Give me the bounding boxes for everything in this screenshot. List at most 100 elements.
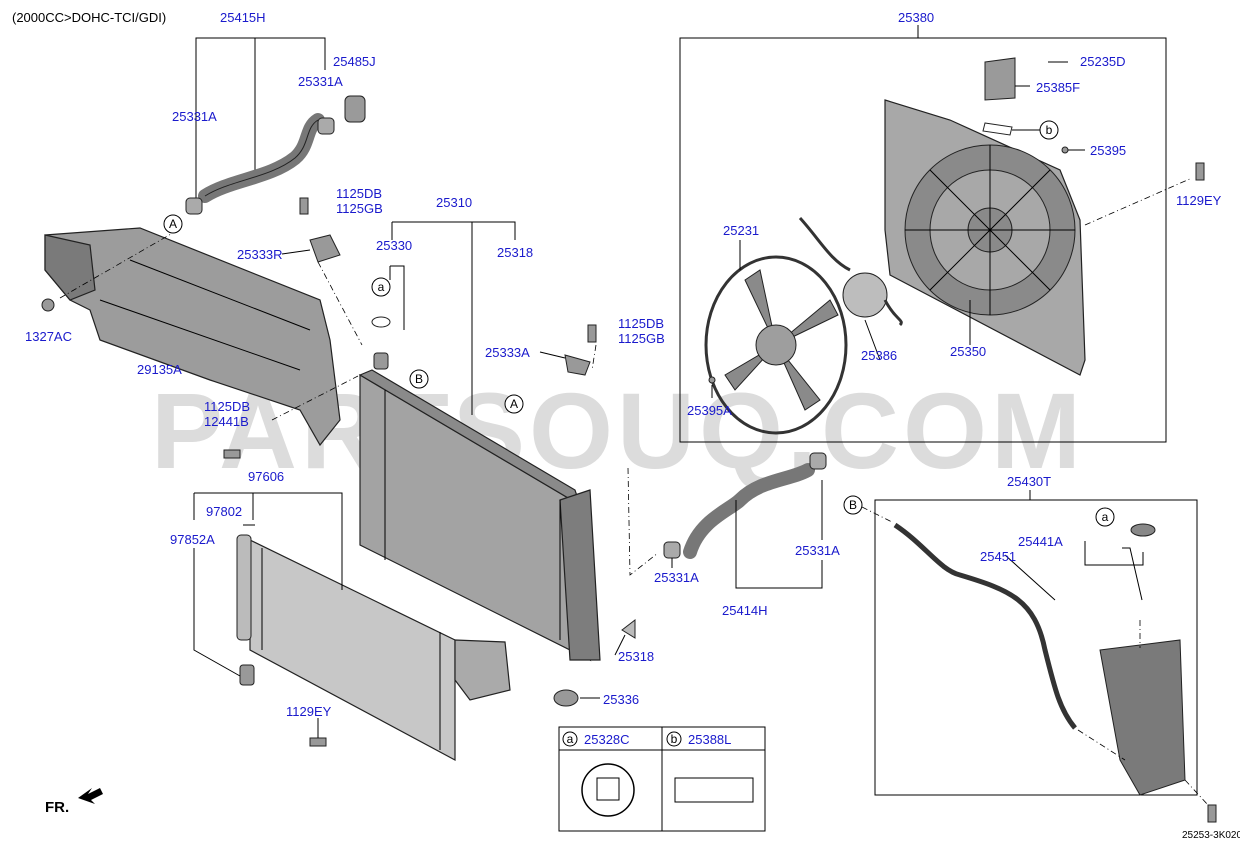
callout-25485J[interactable]: 25485J	[333, 54, 376, 69]
radiator-cap[interactable]	[373, 352, 389, 370]
hose-clamp[interactable]	[663, 541, 681, 559]
callout-25333R[interactable]: 25333R	[237, 247, 283, 262]
callout-25231[interactable]: 25231	[723, 223, 759, 238]
marker-a: a	[378, 280, 385, 294]
callout-1129EY[interactable]: 1129EY	[286, 704, 332, 719]
marker-B-circle	[409, 369, 429, 389]
legend-a-part[interactable]: 25328C	[584, 732, 630, 747]
callout-97802[interactable]: 97802	[206, 504, 242, 519]
upper-radiator-hose[interactable]	[198, 113, 325, 203]
o-ring-icon	[371, 316, 391, 328]
marker-a-circle	[562, 731, 578, 747]
marker-a-circle	[1095, 507, 1115, 527]
marker-A: A	[510, 397, 518, 411]
marker-b-circle	[1039, 120, 1059, 140]
callout-25441A[interactable]: 25441A	[1018, 534, 1063, 549]
callout-12441B[interactable]: 12441B	[204, 414, 249, 429]
mounting-bracket[interactable]	[564, 354, 591, 376]
callout-25318[interactable]: 25318	[497, 245, 533, 260]
engine-spec: (2000CC>DOHC-TCI/GDI)	[12, 10, 166, 25]
callout-25331A[interactable]: 25331A	[654, 570, 699, 585]
marker-a-circle	[371, 277, 391, 297]
bolt-icon[interactable]	[223, 449, 241, 459]
callout-97606[interactable]: 97606	[248, 469, 284, 484]
nut-icon[interactable]	[41, 298, 55, 312]
callout-1125DB[interactable]: 1125DB	[336, 186, 382, 201]
hose-clamp[interactable]	[809, 452, 827, 470]
label-icon	[982, 122, 1013, 136]
front-label: FR.	[45, 799, 69, 816]
mounting-bracket[interactable]	[309, 234, 341, 263]
legend-table	[558, 726, 766, 832]
radiator[interactable]	[358, 369, 601, 662]
drier-plug[interactable]	[239, 664, 255, 686]
marker-A: A	[169, 217, 177, 231]
callout-25380[interactable]: 25380	[898, 10, 934, 25]
callout-29135A[interactable]: 29135A	[137, 362, 182, 377]
marker-A-circle	[504, 394, 524, 414]
callout-25331A[interactable]: 25331A	[795, 543, 840, 558]
bolt-icon[interactable]	[1207, 804, 1217, 823]
callout-1125DB[interactable]: 1125DB	[204, 399, 250, 414]
legend-b-part[interactable]: 25388L	[688, 732, 731, 747]
callout-25415H[interactable]: 25415H	[220, 10, 266, 25]
callout-25331A[interactable]: 25331A	[172, 109, 217, 124]
fan-assembly-frame	[679, 37, 1167, 443]
hose-clamp[interactable]	[185, 197, 203, 215]
marker-B: B	[849, 498, 857, 512]
callout-25318[interactable]: 25318	[618, 649, 654, 664]
hose-clamp[interactable]	[317, 117, 335, 135]
callout-25331A[interactable]: 25331A	[298, 74, 343, 89]
upper-hose-group	[185, 37, 366, 215]
callout-25451[interactable]: 25451	[980, 549, 1016, 564]
callout-1125GB[interactable]: 1125GB	[618, 331, 665, 346]
reservoir-frame	[874, 499, 1198, 796]
lower-radiator-hose[interactable]	[683, 463, 815, 559]
marker-b: b	[1046, 123, 1053, 137]
cooling-fan[interactable]	[704, 255, 848, 435]
callout-1125DB[interactable]: 1125DB	[618, 316, 664, 331]
bolt-icon[interactable]	[587, 324, 597, 343]
callout-25386[interactable]: 25386	[861, 348, 897, 363]
drawing-code: 25253-3K020	[1182, 830, 1240, 841]
callout-25330[interactable]: 25330	[376, 238, 412, 253]
callout-25430T[interactable]: 25430T	[1007, 474, 1051, 489]
fan-resistor[interactable]	[984, 57, 1016, 101]
callout-25235D[interactable]: 25235D	[1080, 54, 1126, 69]
callout-97852A[interactable]: 97852A	[170, 532, 215, 547]
bolt-icon[interactable]	[309, 737, 327, 747]
marker-a: a	[1102, 510, 1109, 524]
air-guard[interactable]	[44, 227, 341, 447]
bolt-icon[interactable]	[1195, 162, 1205, 181]
marker-B: B	[415, 372, 423, 386]
reservoir-tank[interactable]	[1099, 639, 1186, 796]
legend-b-marker: b	[671, 732, 678, 746]
rubber-insulator[interactable]	[553, 689, 579, 707]
legend-a-marker: a	[567, 732, 574, 746]
callout-25414H[interactable]: 25414H	[722, 603, 768, 618]
marker-b-circle	[666, 731, 682, 747]
callout-25310[interactable]: 25310	[436, 195, 472, 210]
marker-A-circle	[163, 214, 183, 234]
fan-motor[interactable]	[842, 272, 888, 318]
callout-25333A[interactable]: 25333A	[485, 345, 530, 360]
callout-25395A[interactable]: 25395A	[687, 403, 732, 418]
air-guard-seal[interactable]	[621, 618, 636, 639]
warning-label-icon	[674, 777, 754, 803]
reservoir-hose[interactable]	[893, 522, 1077, 730]
fan-shroud[interactable]	[884, 99, 1086, 376]
callout-25336[interactable]: 25336	[603, 692, 639, 707]
marker-B-circle	[843, 495, 863, 515]
front-arrow-icon	[78, 788, 103, 804]
callout-1125GB[interactable]: 1125GB	[336, 201, 383, 216]
callout-1327AC[interactable]: 1327AC	[25, 329, 72, 344]
callout-1129EY[interactable]: 1129EY	[1176, 193, 1222, 208]
callout-25350[interactable]: 25350	[950, 344, 986, 359]
receiver-drier[interactable]	[236, 534, 252, 641]
callout-25395[interactable]: 25395	[1090, 143, 1126, 158]
callout-25385F[interactable]: 25385F	[1036, 80, 1080, 95]
bolt-icon[interactable]	[299, 197, 309, 215]
hose-fitting[interactable]	[344, 95, 366, 123]
